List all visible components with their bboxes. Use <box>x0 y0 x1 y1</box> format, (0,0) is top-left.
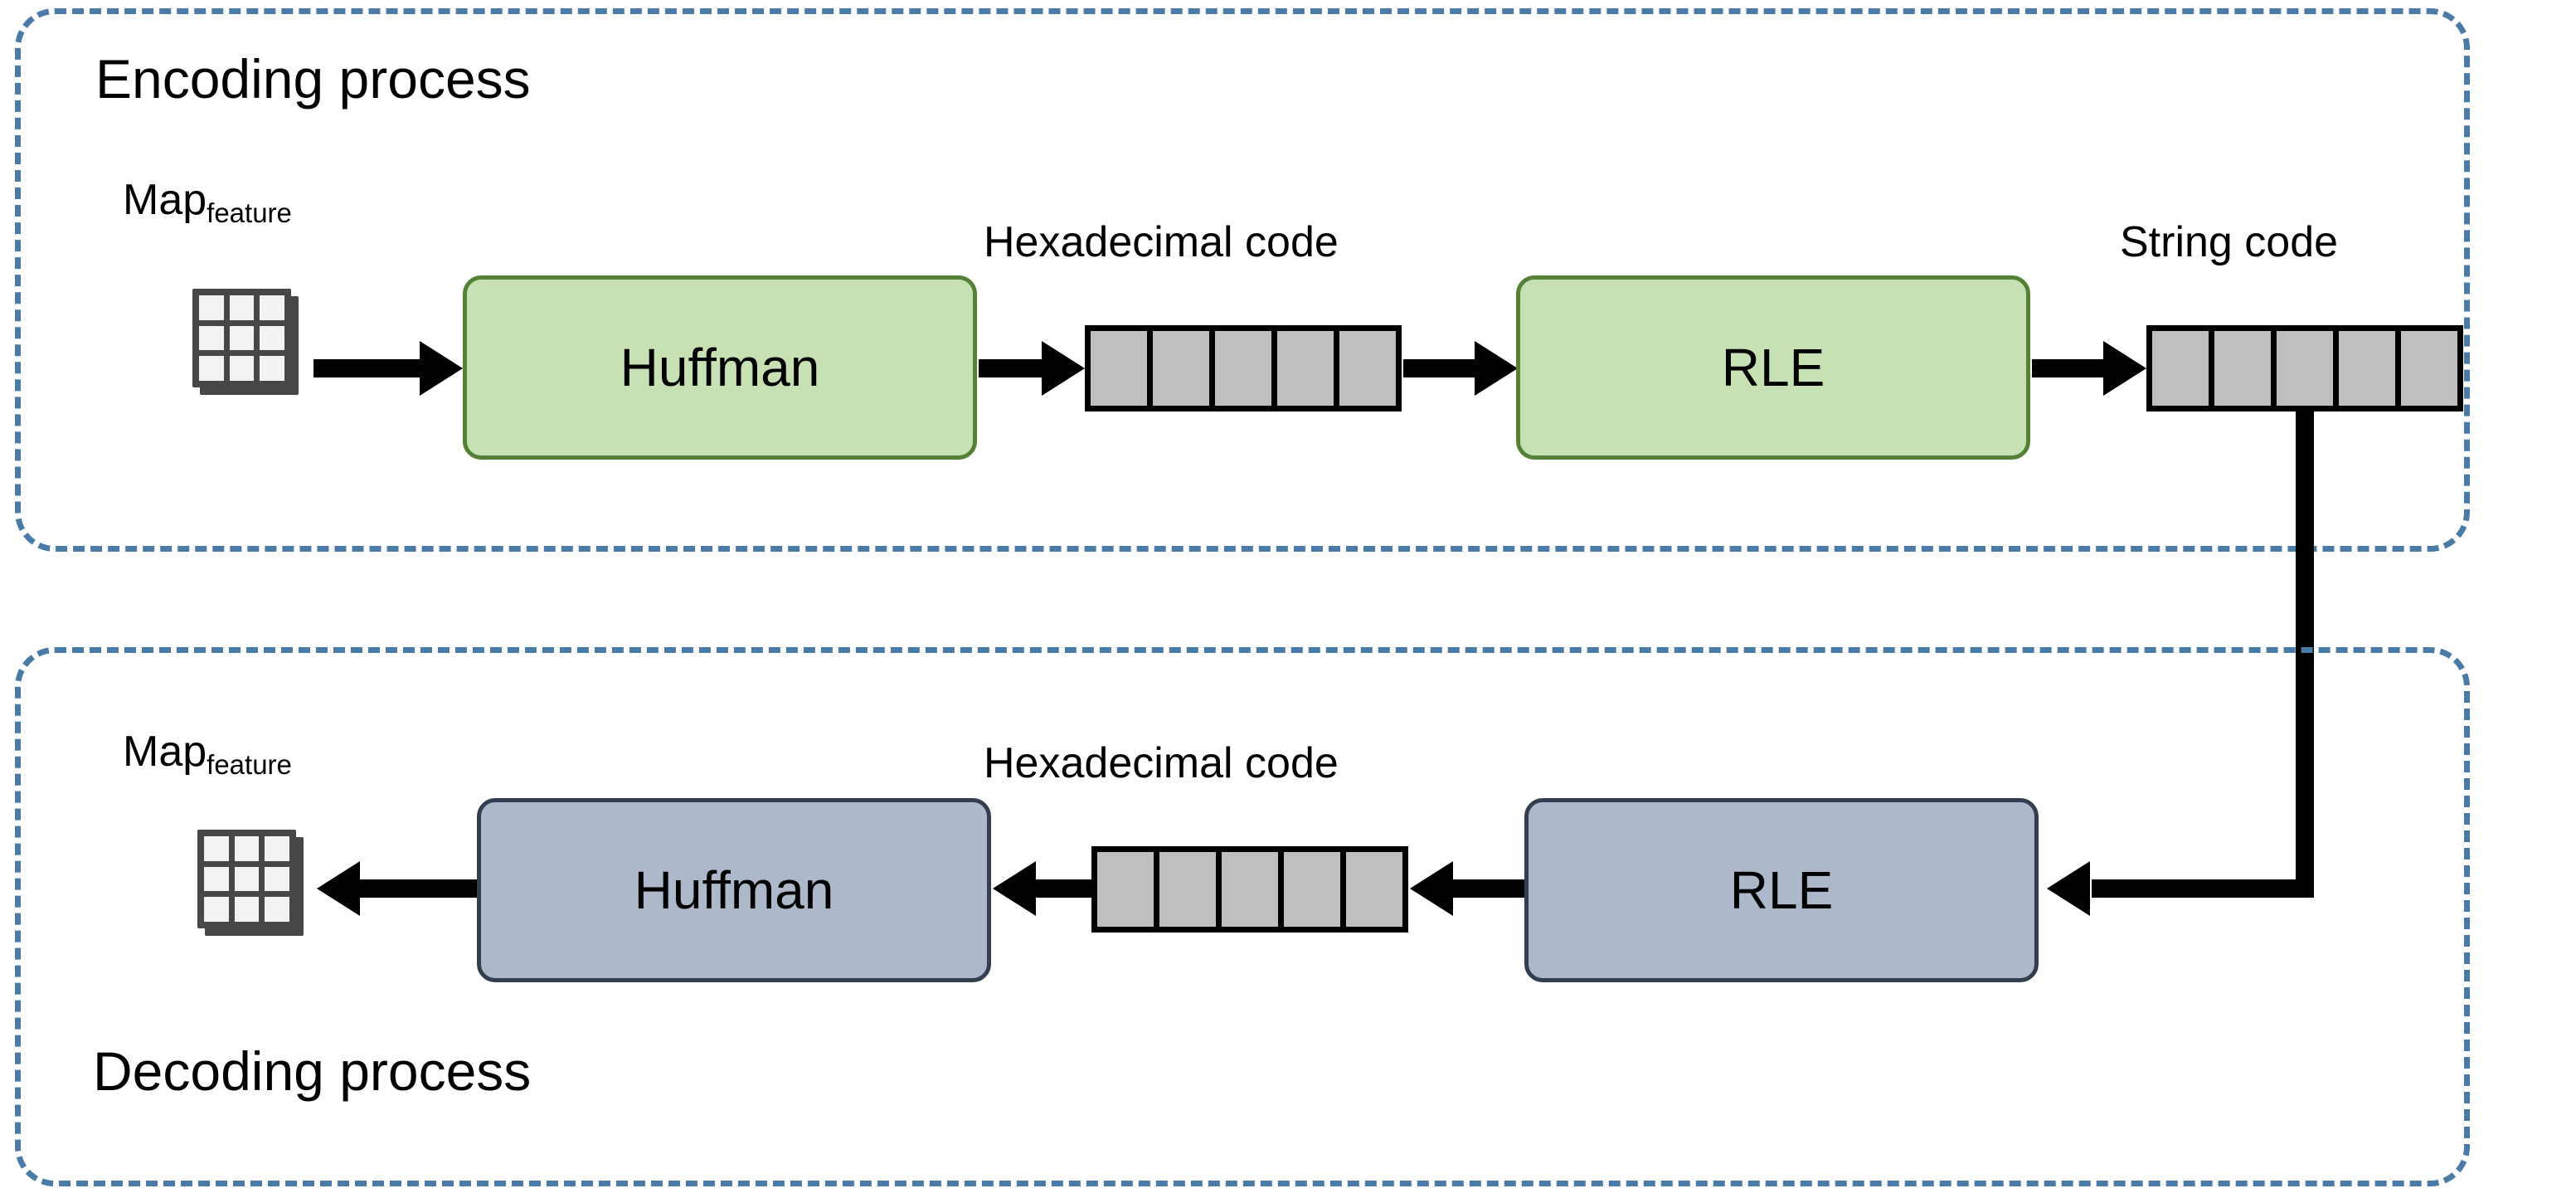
arrow-shaft <box>313 359 421 377</box>
code-cell <box>1284 852 1340 927</box>
decoding-hex-caption: Hexadecimal code <box>984 739 1339 787</box>
grid-cell <box>265 897 289 922</box>
grid-cell <box>229 325 255 351</box>
grid-cell <box>199 325 224 351</box>
code-cell <box>2152 331 2209 406</box>
grid-cell <box>204 897 229 922</box>
grid-3x3-icon <box>197 830 304 936</box>
grid-cell <box>199 356 224 381</box>
encode-huffman-block[interactable]: Huffman <box>463 275 977 460</box>
encode-hex-code-strip <box>1085 325 1402 412</box>
grid-icon-face <box>197 830 296 928</box>
code-cell <box>1215 331 1271 406</box>
code-cell <box>1339 331 1396 406</box>
grid-cell <box>234 836 260 861</box>
arrow-shaft <box>1403 359 1476 377</box>
arrow-shaft <box>1451 879 1528 898</box>
encoding-process-container <box>15 8 2470 552</box>
encode-huffman-label: Huffman <box>620 338 820 397</box>
grid-cell <box>199 295 224 320</box>
arrow-head <box>317 861 360 916</box>
decoding-output-label-subscript: feature <box>207 749 292 780</box>
encoding-input-label-main: Map <box>123 176 207 224</box>
code-cell <box>1346 852 1402 927</box>
grid-cell <box>229 356 255 381</box>
grid-icon-face <box>192 289 291 387</box>
code-cell <box>1159 852 1216 927</box>
code-cell <box>1097 852 1154 927</box>
grid-3x3-icon <box>192 289 299 395</box>
encode-rle-label: RLE <box>1721 338 1825 397</box>
arrow-shaft <box>358 879 481 898</box>
encoding-string-caption: String code <box>2120 218 2339 266</box>
code-cell <box>2339 331 2395 406</box>
arrow-head <box>420 341 463 396</box>
arrow-shaft <box>1034 879 1094 898</box>
code-cell <box>2214 331 2271 406</box>
grid-cell <box>234 866 260 892</box>
decoding-process-container <box>15 647 2470 1186</box>
arrow-head <box>1410 861 1453 916</box>
grid-cell <box>265 836 289 861</box>
encoding-hex-caption: Hexadecimal code <box>984 218 1339 266</box>
arrow-head <box>2103 341 2146 396</box>
code-cell <box>1277 331 1334 406</box>
decoding-process-title: Decoding process <box>93 1040 532 1102</box>
decode-rle-label: RLE <box>1729 860 1834 920</box>
grid-cell <box>204 836 229 861</box>
arrow-head <box>1042 341 1085 396</box>
grid-cell <box>260 325 284 351</box>
grid-cell <box>234 897 260 922</box>
code-cell <box>1153 331 1209 406</box>
connector-horizontal-segment <box>2092 879 2314 898</box>
encode-rle-block[interactable]: RLE <box>1516 275 2030 460</box>
grid-cell <box>204 866 229 892</box>
code-cell <box>2277 331 2333 406</box>
arrow-head <box>1475 341 1518 396</box>
arrow-head <box>2047 861 2090 916</box>
encode-string-code-strip <box>2146 325 2463 412</box>
decode-huffman-label: Huffman <box>634 860 834 920</box>
encoding-input-label-subscript: feature <box>207 197 292 228</box>
grid-cell <box>260 356 284 381</box>
grid-cell <box>229 295 255 320</box>
code-cell <box>2401 331 2457 406</box>
code-cell <box>1222 852 1278 927</box>
connector-vertical-segment <box>2296 408 2314 898</box>
decode-rle-block[interactable]: RLE <box>1524 798 2039 982</box>
decode-hex-code-strip <box>1091 846 1408 933</box>
grid-cell <box>260 295 284 320</box>
grid-cell <box>265 866 289 892</box>
encoding-process-title: Encoding process <box>95 48 531 110</box>
arrow-shaft <box>979 359 1043 377</box>
decoding-output-label: Mapfeature <box>123 728 292 778</box>
decoding-output-label-main: Map <box>123 728 207 776</box>
arrow-shaft <box>2032 359 2105 377</box>
code-cell <box>1091 331 1147 406</box>
arrow-head <box>993 861 1036 916</box>
decode-huffman-block[interactable]: Huffman <box>477 798 991 982</box>
encoding-input-label: Mapfeature <box>123 176 292 226</box>
